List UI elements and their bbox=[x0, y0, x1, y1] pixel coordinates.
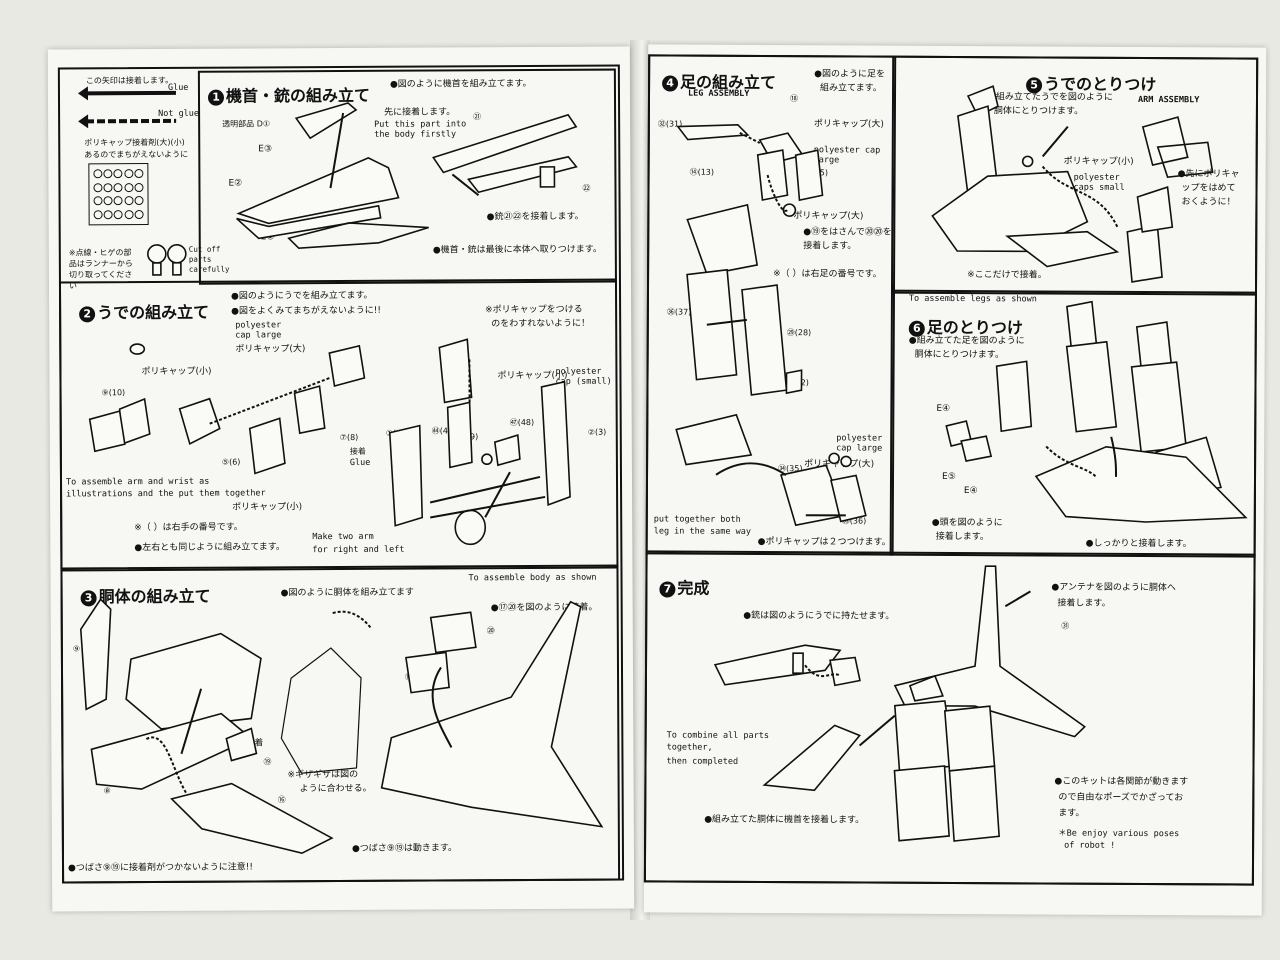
left-page: この矢印は接着します。 Glue Not glue ポリキャップ接着剤(大)(小… bbox=[47, 46, 635, 912]
step1-nose-gun-drawing bbox=[236, 102, 578, 250]
cut-parts-icon bbox=[147, 244, 187, 276]
step7-completed-robot-drawing bbox=[713, 565, 1086, 842]
step5-arm-attach-drawing bbox=[931, 85, 1214, 283]
step6-leg-attach-drawing bbox=[945, 300, 1248, 523]
step3-body-drawing bbox=[79, 598, 604, 855]
step4-leg-drawing bbox=[675, 124, 867, 527]
step2-arm-drawing bbox=[88, 338, 571, 546]
legend-box: この矢印は接着します。 Glue Not glue ポリキャップ接着剤(大)(小… bbox=[48, 46, 630, 291]
